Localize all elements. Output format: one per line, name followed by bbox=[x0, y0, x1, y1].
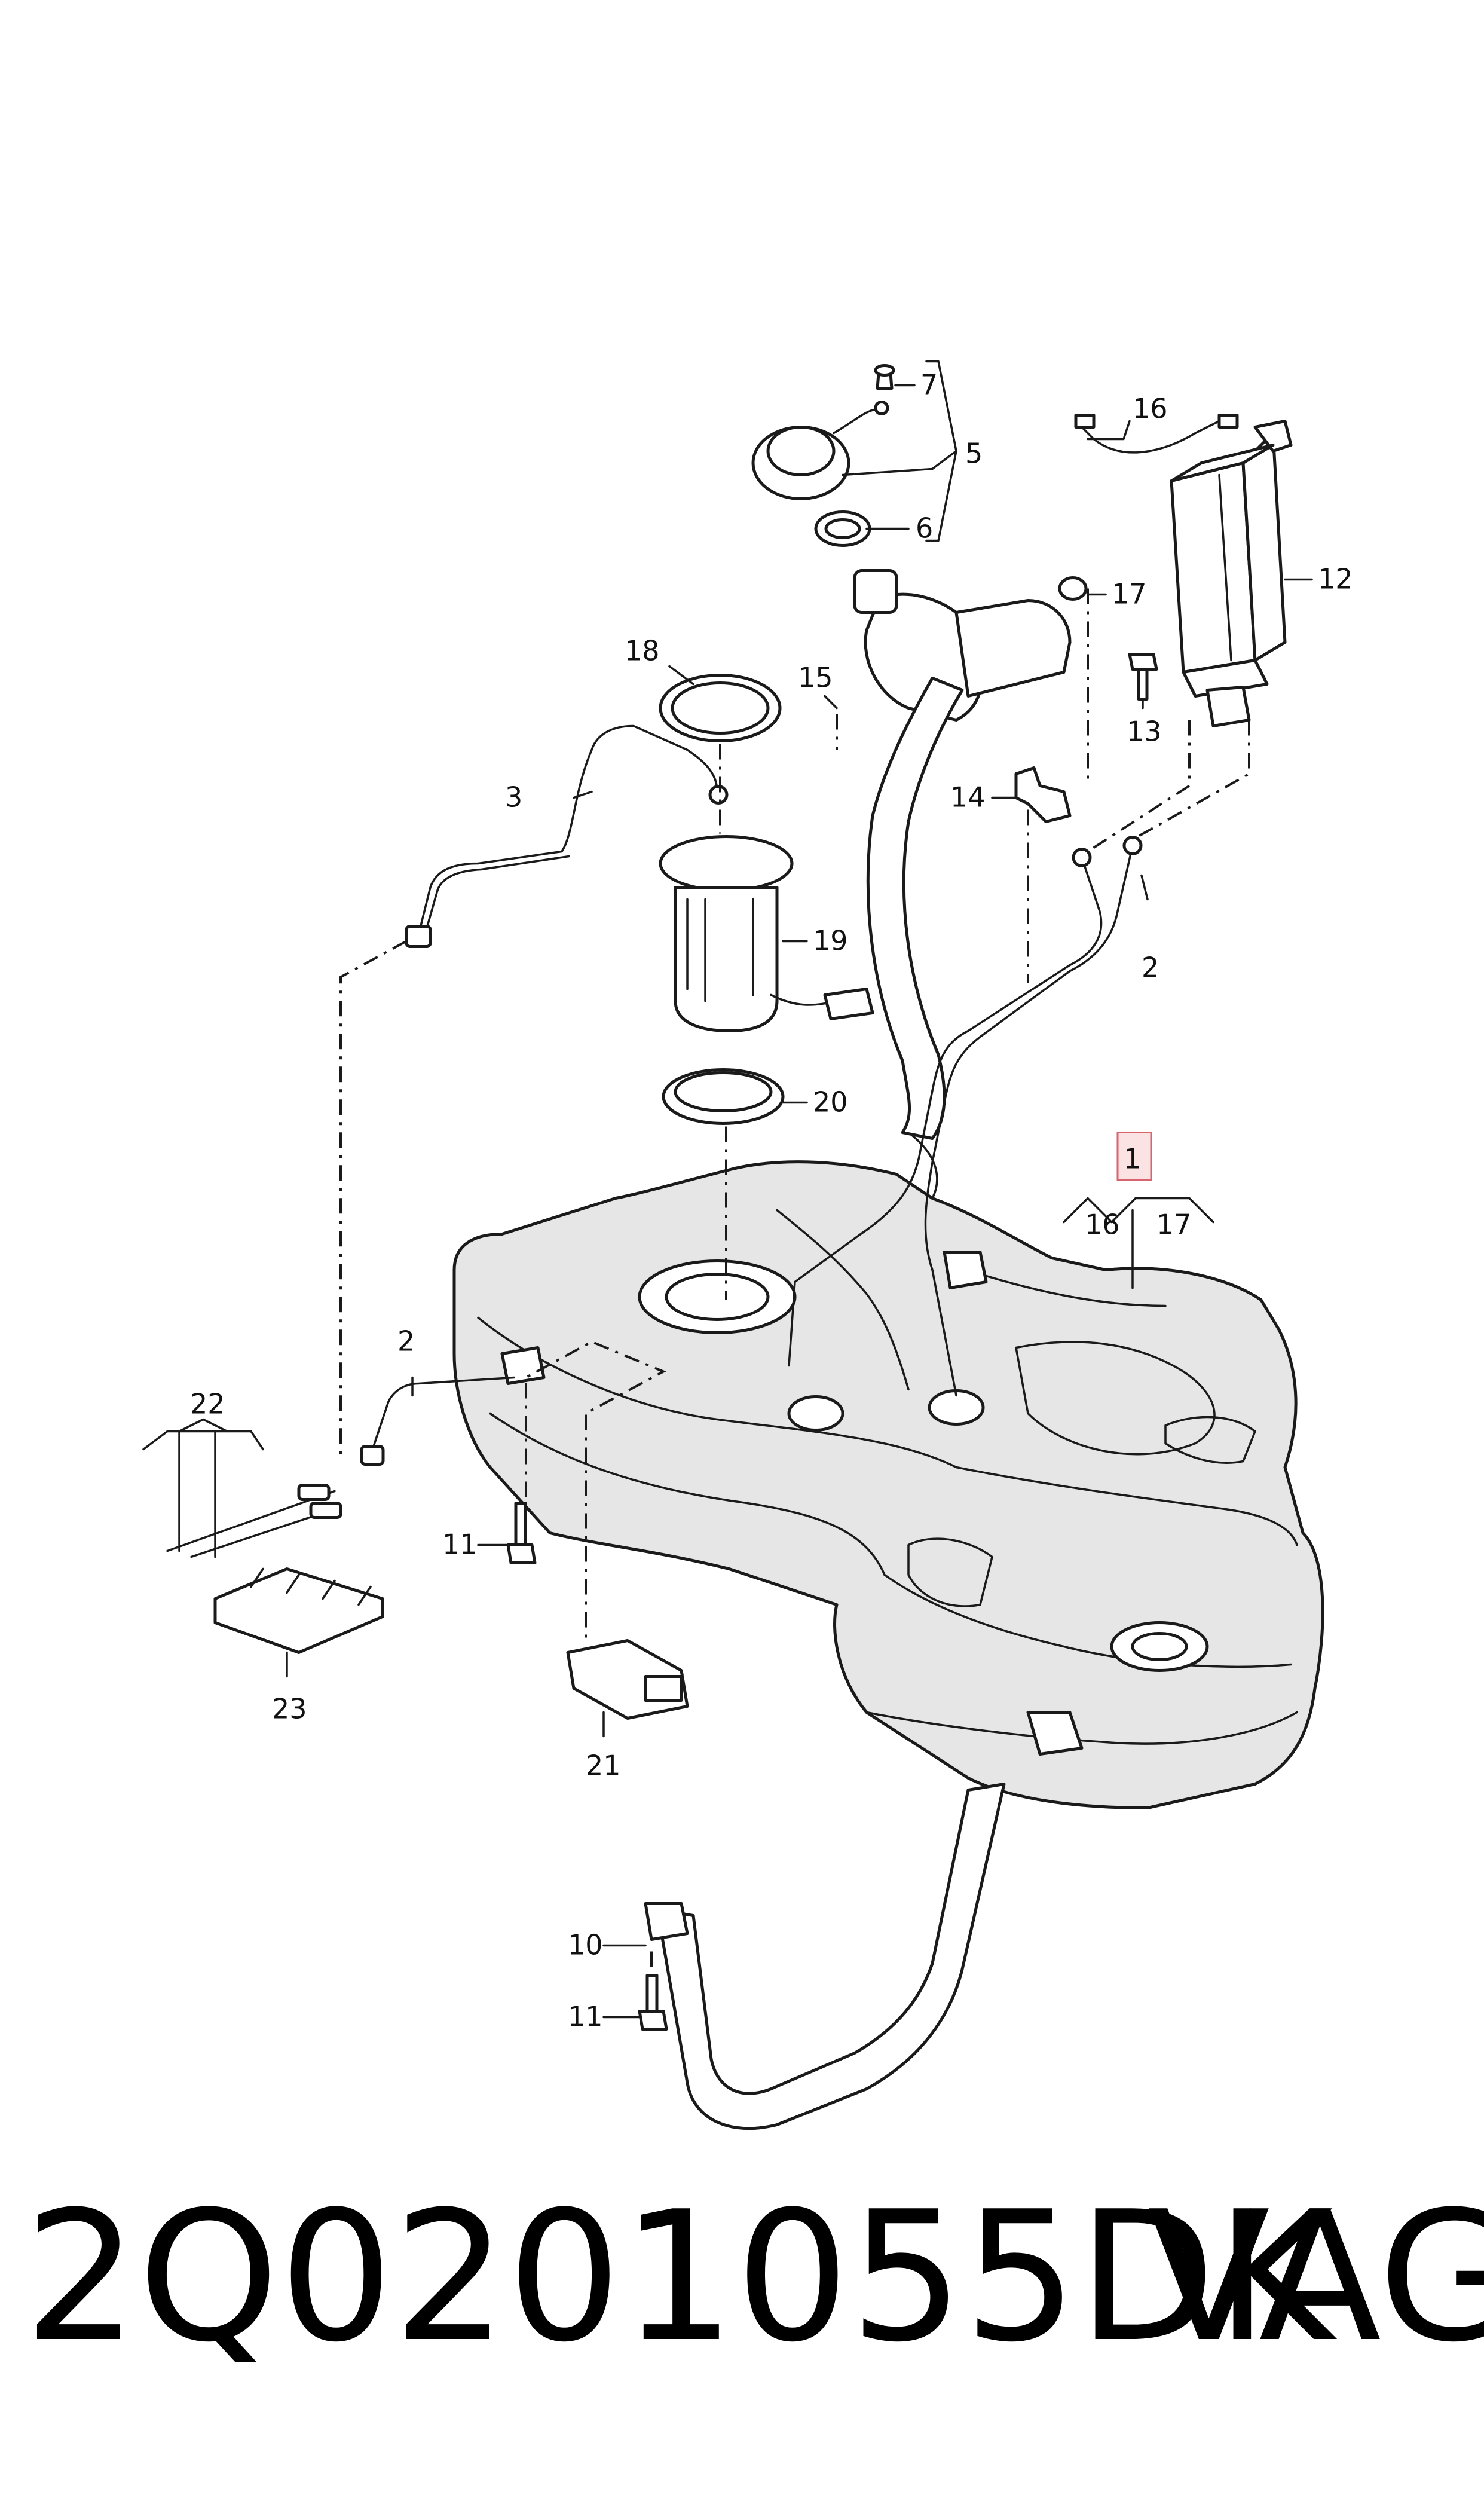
callout-2-top: 2 bbox=[1142, 952, 1159, 984]
callout-17-tank: 17 bbox=[1156, 1209, 1192, 1241]
callout-13: 13 bbox=[1127, 716, 1162, 748]
part-number: 2Q0201055DK bbox=[24, 2173, 1333, 2382]
part-number-caption: 2Q0201055DK VAG bbox=[24, 2173, 1484, 2382]
charcoal-canister bbox=[1170, 420, 1293, 727]
callout-7: 7 bbox=[920, 369, 938, 401]
tank-strap bbox=[644, 1783, 1006, 2130]
callout-16-tank: 16 bbox=[1085, 1209, 1120, 1241]
callout-12: 12 bbox=[1318, 563, 1353, 595]
callout-19: 19 bbox=[813, 925, 848, 957]
fuel-pump-module bbox=[659, 835, 874, 1032]
line-holder bbox=[1014, 766, 1072, 823]
fuel-tank bbox=[452, 1131, 1324, 1809]
bolt-11-upper bbox=[506, 1502, 537, 1564]
assembly-lines bbox=[339, 588, 1250, 1976]
callout-3: 3 bbox=[505, 781, 522, 814]
callout-23: 23 bbox=[272, 1693, 307, 1725]
locking-ring-18 bbox=[659, 674, 782, 742]
callout-labels: 1 2 2 3 5 6 7 10 11 11 12 13 14 15 16 16… bbox=[190, 369, 1353, 2033]
callout-2-left: 2 bbox=[397, 1325, 415, 1358]
brand-label: VAG bbox=[1148, 2173, 1484, 2382]
holder-23 bbox=[213, 1567, 384, 1654]
callout-20: 20 bbox=[813, 1086, 848, 1118]
fuel-cap bbox=[751, 401, 889, 500]
callout-21: 21 bbox=[586, 1750, 621, 1782]
callout-leaders bbox=[142, 360, 1313, 2019]
callout-22: 22 bbox=[190, 1388, 225, 1420]
clip-17-top bbox=[1058, 576, 1088, 601]
callout-11-upper: 11 bbox=[442, 1528, 478, 1561]
callout-10: 10 bbox=[568, 1929, 603, 1961]
callout-16-top: 16 bbox=[1133, 393, 1168, 425]
callout-14: 14 bbox=[950, 781, 986, 814]
callout-5: 5 bbox=[965, 438, 983, 470]
callout-15: 15 bbox=[798, 662, 833, 694]
bolt-13 bbox=[1128, 653, 1158, 701]
lines-22 bbox=[166, 1484, 342, 1558]
cap-tether-clip bbox=[874, 364, 895, 390]
bolt-11-lower bbox=[638, 1974, 668, 2031]
callout-18: 18 bbox=[625, 635, 660, 667]
callout-17-top: 17 bbox=[1112, 578, 1147, 610]
callout-6: 6 bbox=[916, 512, 933, 545]
fuel-line-2-left bbox=[360, 1376, 515, 1466]
connector-21 bbox=[566, 1639, 689, 1720]
seal-ring-20 bbox=[662, 1068, 785, 1125]
filler-seal-ring bbox=[814, 510, 871, 547]
callout-11-lower: 11 bbox=[568, 2001, 603, 2033]
callout-1: 1 bbox=[1124, 1143, 1141, 1175]
callout-1-highlight bbox=[1116, 1132, 1152, 1181]
canister-wire bbox=[1074, 414, 1239, 454]
feed-line-3 bbox=[405, 724, 729, 948]
fuel-line-2 bbox=[788, 836, 1143, 1397]
filler-neck bbox=[853, 569, 1072, 1140]
